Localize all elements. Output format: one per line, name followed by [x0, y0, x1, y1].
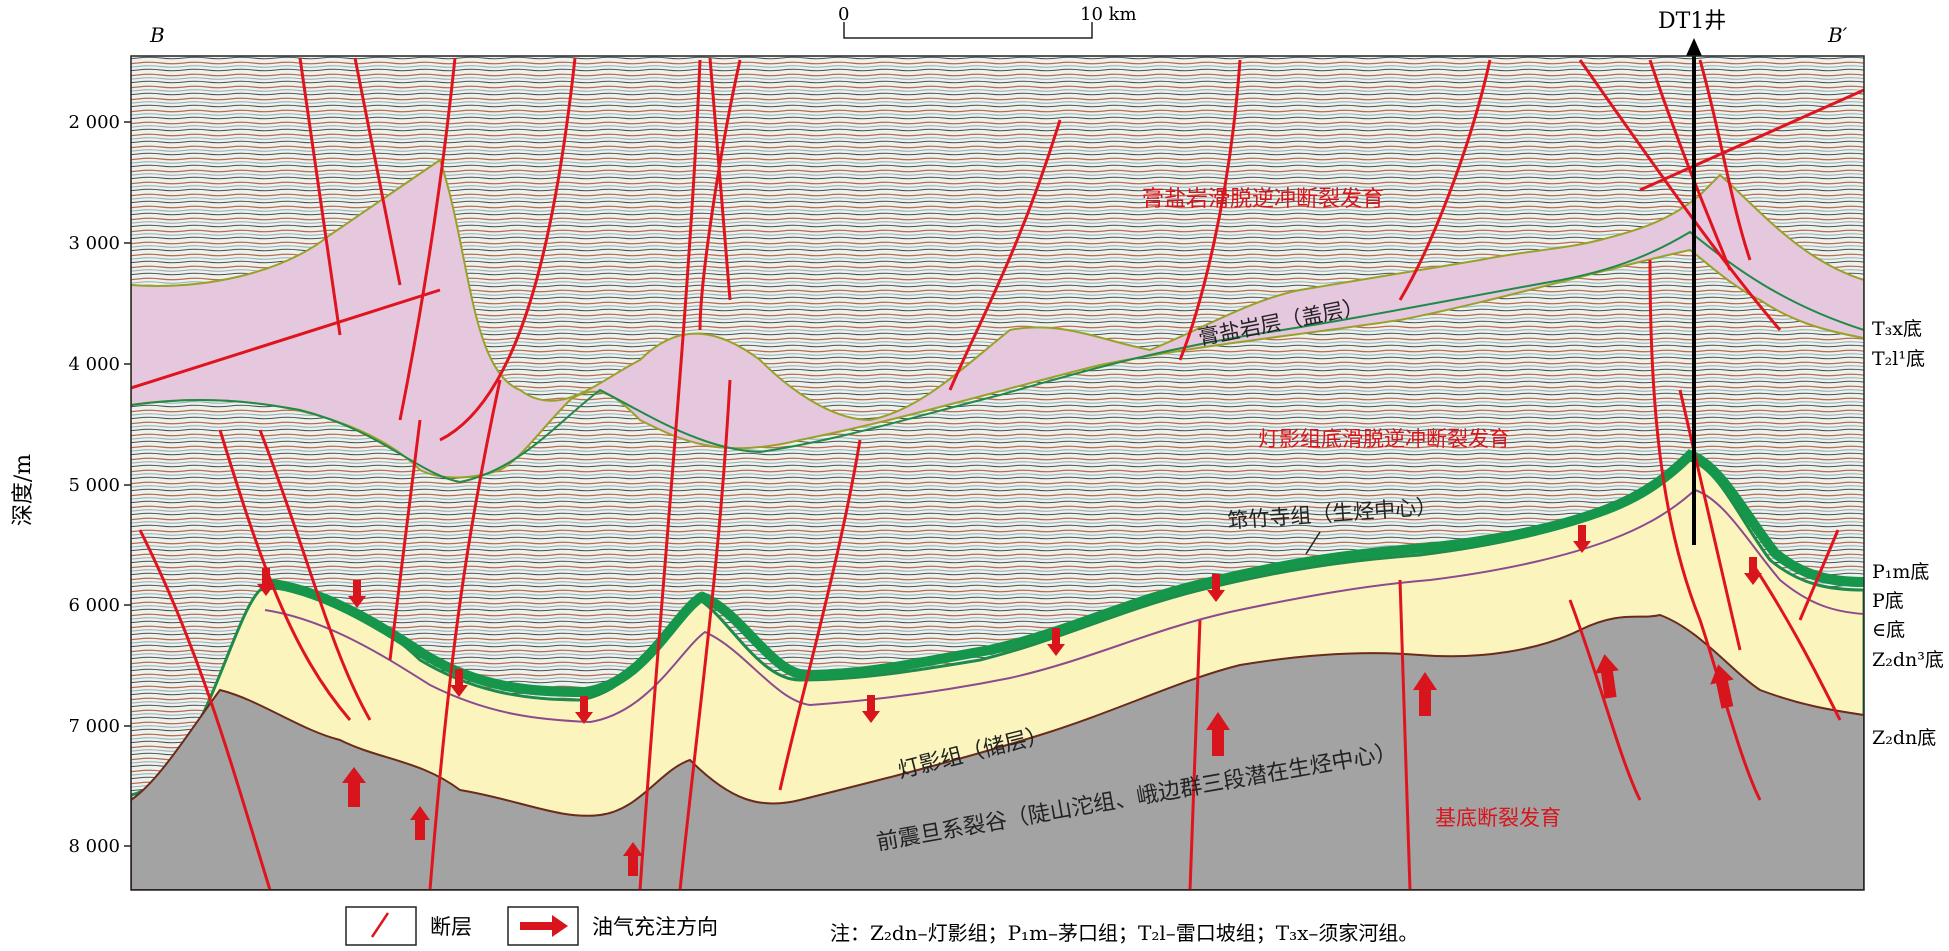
legend-charge-label: 油气充注方向 [592, 915, 718, 939]
depth-tick-label: 7 000 [68, 716, 120, 737]
charge-arrow-up [1710, 664, 1734, 709]
annotation-basement-fault: 基底断裂发育 [1435, 806, 1561, 830]
depth-tick-label: 3 000 [68, 233, 120, 254]
well-arrow-icon [1686, 38, 1702, 56]
fault-lines [131, 57, 1864, 890]
source-rock-band [264, 449, 1864, 698]
scale-end: 10 km [1080, 4, 1137, 25]
depth-tick-label: 6 000 [68, 595, 120, 616]
scale-bar [843, 22, 1093, 39]
charge-arrow-down [348, 580, 366, 608]
charge-arrow-down [450, 669, 468, 697]
charge-arrows [257, 525, 1762, 876]
charge-arrow-up [410, 806, 430, 840]
charge-arrow-up [1206, 712, 1230, 756]
horizon-labels: T₃x底 T₂l¹底 P₁m底 P底 ∈底 Z₂dn³底 Z₂dn底 [1872, 318, 1944, 749]
horizon-label-z2dn3: Z₂dn³底 [1872, 649, 1944, 671]
charge-arrow-down [1047, 628, 1065, 656]
horizon-label-t3x: T₃x底 [1872, 318, 1922, 340]
charge-arrow-down [575, 696, 593, 724]
charge-arrow-down [1207, 574, 1225, 602]
horizon-label-z2dn: Z₂dn底 [1872, 727, 1936, 749]
charge-arrow-down [1573, 525, 1591, 553]
legend-fault-box [345, 906, 417, 946]
charge-arrow-up [1413, 672, 1437, 716]
scale-start: 0 [838, 4, 849, 25]
horizon-label-t2l: T₂l¹底 [1872, 348, 1925, 370]
horizon-p1m [264, 488, 1864, 724]
depth-tick-label: 8 000 [68, 836, 120, 857]
horizon-label-p1m: P₁m底 [1872, 561, 1929, 583]
annotation-dengying-thrust: 灯影组底滑脱逆冲断裂发育 [1258, 427, 1510, 451]
annotation-salt-thrust: 膏盐岩滑脱逆冲断裂发育 [1142, 187, 1384, 212]
legend-arrow-icon [520, 915, 568, 937]
horizon-label-p: P底 [1872, 590, 1904, 612]
depth-axis-label: 深度/m [11, 454, 36, 526]
charge-arrow-up [1595, 654, 1619, 699]
depth-tick-label: 2 000 [68, 112, 120, 133]
horizon-label-cambrian: ∈底 [1872, 619, 1905, 641]
well-label: DT1井 [1658, 9, 1726, 34]
section-frame [130, 55, 1865, 891]
figure-note: 注：Z₂dn–灯影组；P₁m–茅口组；T₂l–雷口坡组；T₃x–须家河组。 [830, 921, 1418, 945]
charge-arrow-down [862, 695, 880, 723]
qiongzhusi-pointer [1305, 531, 1321, 555]
legend-fault-label: 断层 [430, 915, 472, 939]
depth-ticks [124, 121, 131, 847]
section-end-b-prime: B′ [1827, 23, 1848, 47]
charge-arrow-down [257, 568, 275, 596]
section-end-b: B [149, 23, 165, 47]
depth-tick-label: 5 000 [68, 475, 120, 496]
charge-arrow-up [623, 842, 643, 876]
charge-arrow-up [342, 767, 366, 807]
depth-tick-label: 4 000 [68, 354, 120, 375]
charge-arrow-down [1744, 557, 1762, 585]
legend-fault-icon [370, 912, 390, 938]
depth-tick-labels: 2 000 3 000 4 000 5 000 6 000 7 000 8 00… [68, 112, 120, 857]
horizon-t3x [131, 230, 1864, 484]
